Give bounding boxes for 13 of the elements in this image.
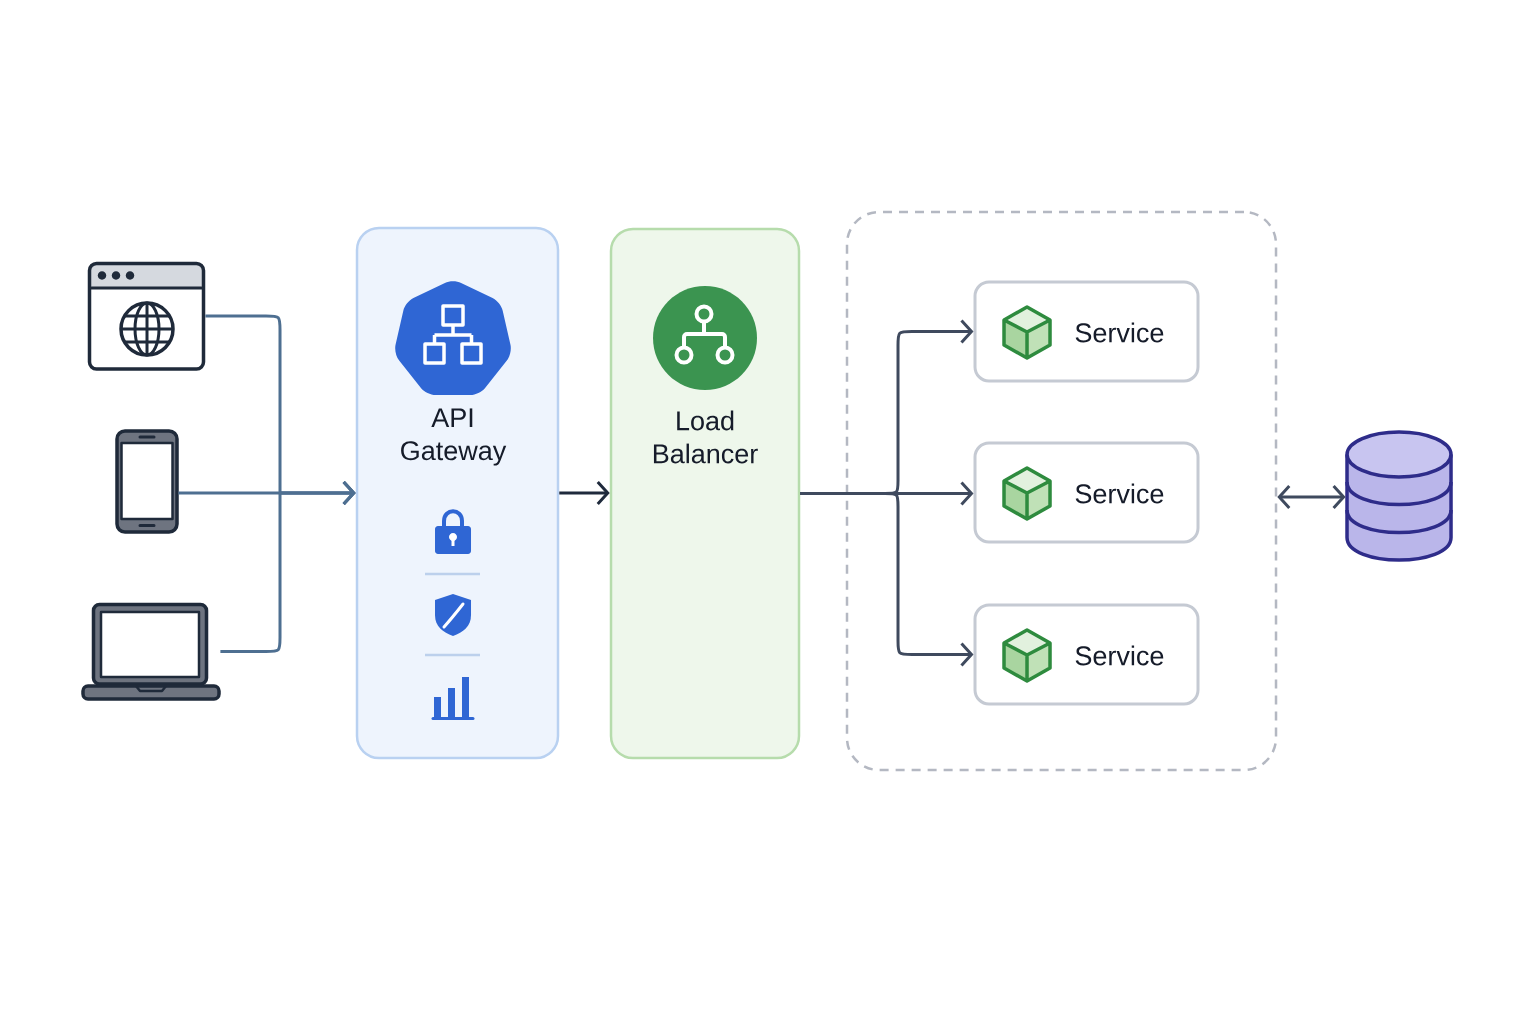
dashed-group-box <box>845 210 1278 772</box>
panel: Load Balancer <box>609 227 801 760</box>
arrow <box>559 481 610 505</box>
arrow <box>220 481 356 653</box>
double-arrow <box>1277 485 1346 509</box>
laptop-icon <box>81 602 221 701</box>
database-cylinder <box>1345 430 1453 562</box>
service-box: Service <box>973 280 1200 383</box>
service-box: Service <box>973 603 1200 706</box>
arrow <box>800 492 974 667</box>
browser-window-icon <box>87 261 206 371</box>
smartphone-icon <box>115 429 179 534</box>
service-box: Service <box>973 441 1200 544</box>
